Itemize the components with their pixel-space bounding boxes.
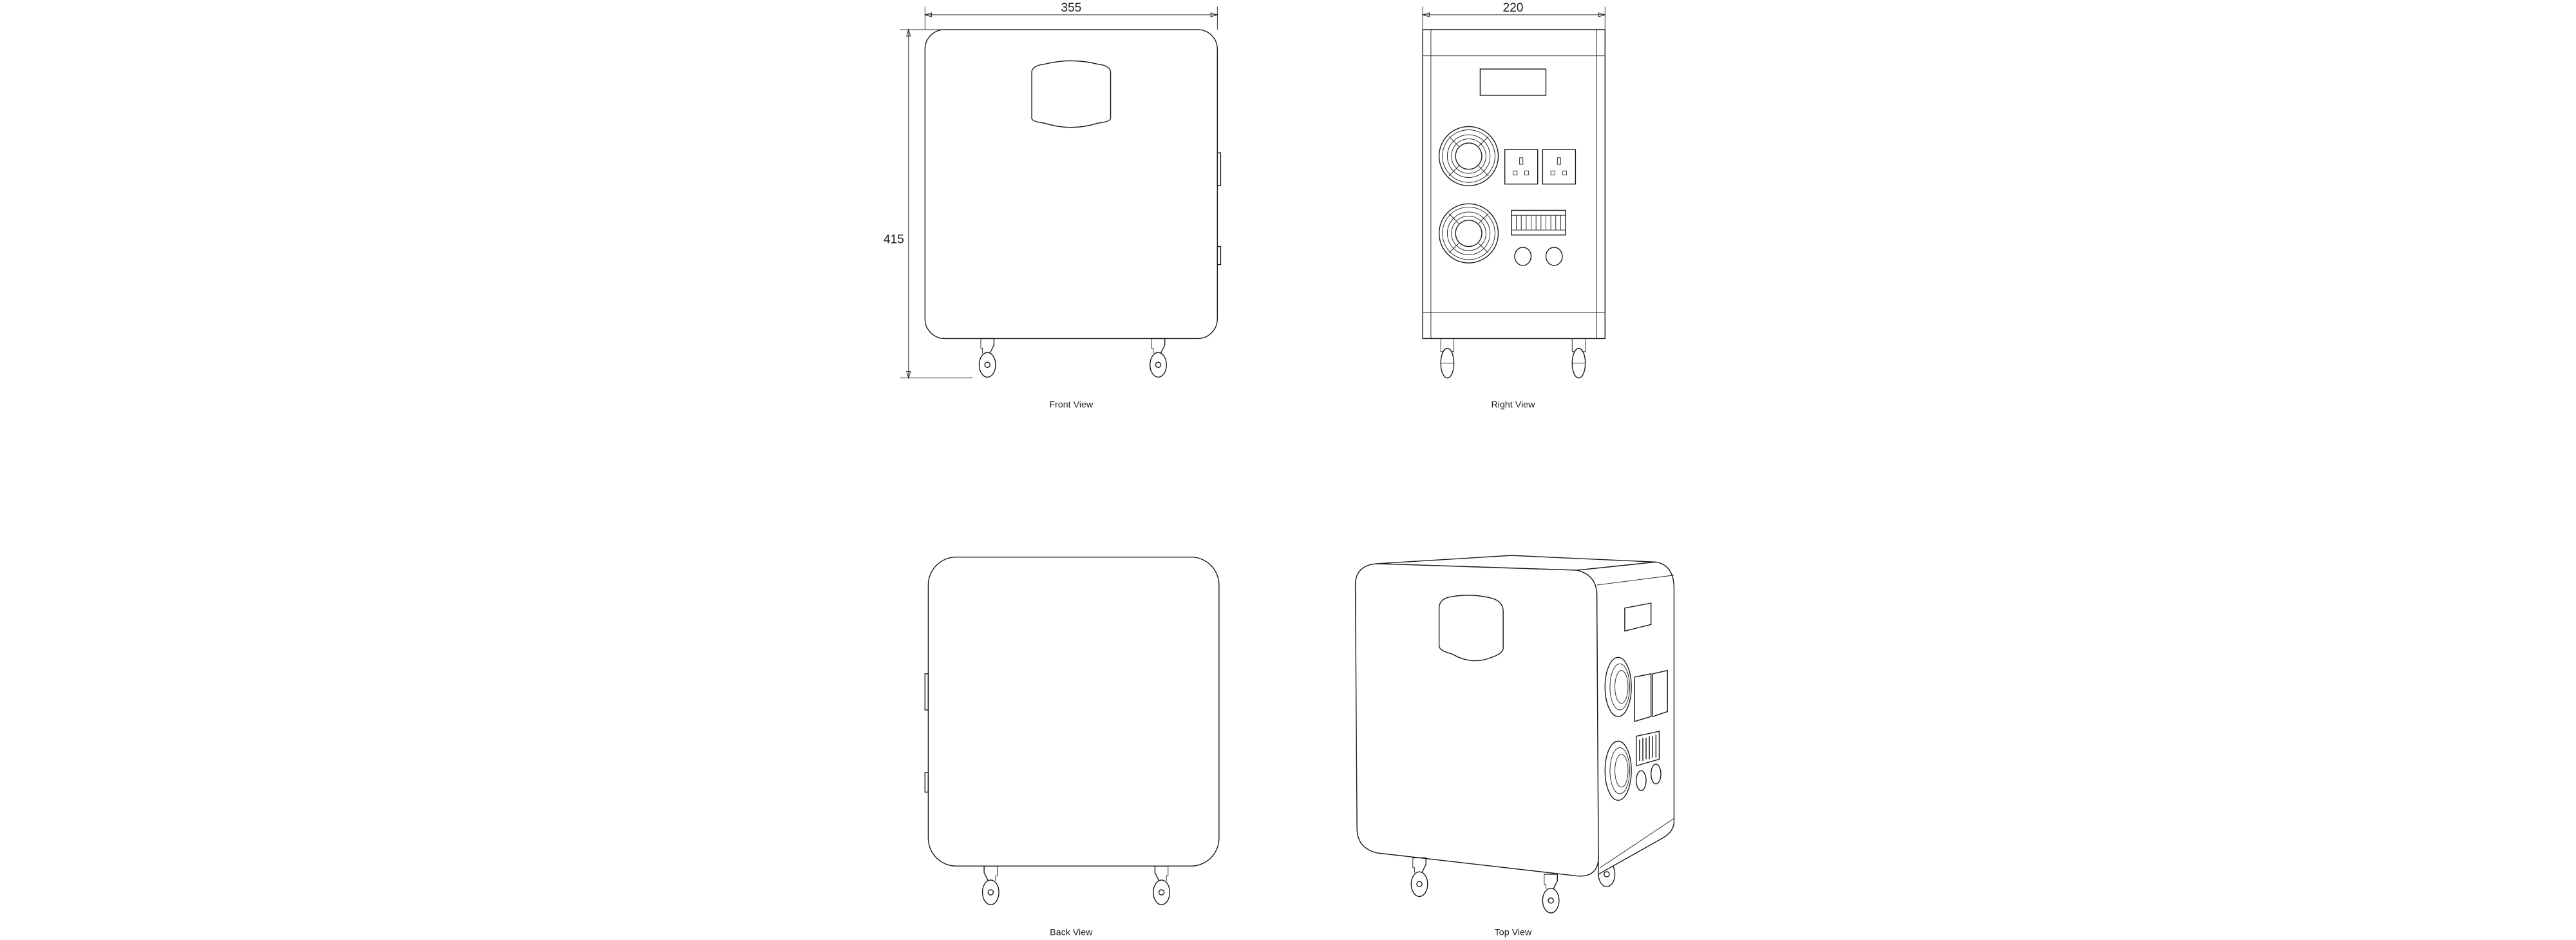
back-view: Back View — [924, 556, 1220, 937]
top-view: Top View — [1354, 555, 1675, 937]
fan-icon — [1604, 657, 1632, 717]
display-screen — [1624, 602, 1652, 632]
front-view: 355 415 Front View — [884, 1, 1222, 410]
ac-socket — [1652, 669, 1668, 718]
round-port — [1514, 247, 1532, 266]
ac-socket — [1634, 673, 1652, 722]
ac-socket — [1542, 149, 1577, 185]
back-view-label: Back View — [1050, 927, 1093, 937]
carry-handle — [1438, 595, 1504, 662]
fan-icon — [1604, 740, 1632, 801]
round-port — [1636, 770, 1647, 791]
right-view: 220 Right View — [1421, 1, 1606, 410]
back-body — [927, 556, 1220, 867]
display-screen — [1479, 68, 1547, 96]
round-port — [1651, 763, 1662, 785]
terminal-strip — [1511, 209, 1566, 236]
width-dimension-label: 355 — [1061, 1, 1081, 15]
depth-dimension-label: 220 — [1502, 1, 1523, 15]
right-body — [1422, 29, 1605, 340]
fan-icon — [1438, 203, 1499, 264]
height-dimension-label: 415 — [884, 233, 904, 247]
top-view-label: Top View — [1495, 927, 1532, 937]
fan-icon — [1438, 126, 1499, 186]
front-view-label: Front View — [1049, 400, 1094, 410]
terminal-strip — [1636, 731, 1660, 767]
carry-handle — [1031, 60, 1112, 128]
right-view-label: Right View — [1491, 400, 1535, 410]
iso-front-face — [1354, 563, 1599, 877]
round-port — [1545, 247, 1563, 266]
ac-socket — [1504, 149, 1539, 185]
front-body — [924, 29, 1218, 340]
